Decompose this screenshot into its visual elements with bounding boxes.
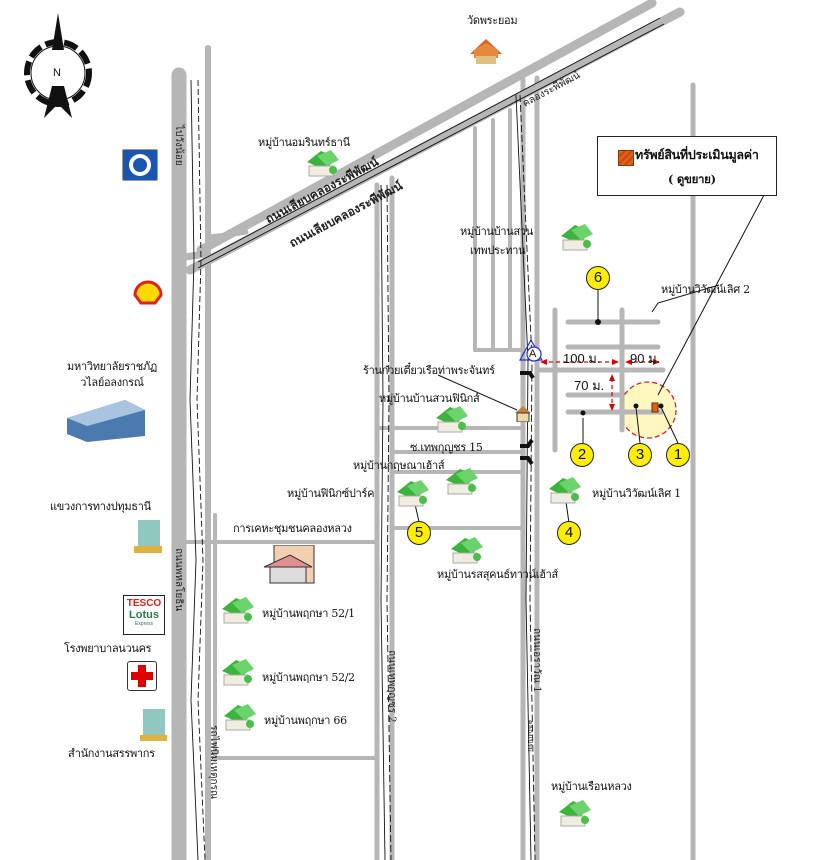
label-village-phoenix-park: หมู่บ้านฟินิกซ์ปาร์ค [287,487,375,500]
label-village-ruean-luang: หมู่บ้านเรือนหลวง [551,780,632,793]
shell-icon [133,277,163,309]
dimension-lines [542,361,658,408]
label-village-wiwatlert-2: หมู่บ้านวิวัฒน์เลิศ 2 [661,283,750,296]
marker-4[interactable]: 4 [557,521,581,545]
road-label-local: รถไฟนิมเหตุกรณ [208,725,219,800]
road-label-phahonyothin: ถนนพหลโยธิน [173,548,184,612]
distance-100m: 100 ม. [563,351,601,366]
road-label-thep-kunchorn-2: ถนนเทพกุญชร 2 [386,650,397,723]
compass-north-label: N [53,67,61,79]
road-klong-north [196,0,657,255]
marker-5[interactable]: 5 [407,521,431,545]
label-village-pruksa-66: หมู่บ้านพฤกษา 66 [264,714,347,727]
label-village-ban-suan-2: เทพประทาน [470,244,526,257]
road-label-bang-noi: ไปวังน้อย [173,125,184,166]
distance-70m: 70 ม. [574,378,605,393]
village-house-icon [218,657,258,691]
label-noodle-shop: ร้านก๋วยเตี๋ยวเรือท่าพระจันทร์ [363,364,495,377]
marker-6[interactable]: 6 [586,266,610,290]
subject-property [651,402,659,413]
label-village-pruksa-52-2: หมู่บ้านพฤกษา 52/2 [262,671,355,684]
label-wat: วัดพระยอม [467,14,518,27]
label-hospital: โรงพยาบาลนวนคร [64,642,152,655]
label-village-amarin: หมู่บ้านอมรินทร์ธานี [258,136,350,149]
revenue-building-icon [140,707,167,741]
tesco-lotus-icon: TESCO Lotus Express [123,595,165,635]
marker-2[interactable]: 2 [570,443,594,467]
village-house-icon [447,535,487,569]
label-village-kunnathon: หมู่บ้านกฤษณาเฮ้าส์ [353,459,445,472]
label-highway-dept: แขวงการทางปทุมธานี [50,500,151,513]
road-connector-2 [181,250,209,261]
point-a-label: A [529,348,537,360]
label-village-ban-suan-phoenix: หมู่บ้านบ้านสวนฟินิกส์ [379,392,480,405]
point-a-icon [518,338,544,362]
village-house-icon [557,222,597,256]
road-label-soi-15: ซ.เทพกุญชร 15 [410,441,483,454]
legend: ทรัพย์สินที่ประเมินมูลค่า ( ดูขยาย) [597,136,777,196]
marker-3[interactable]: 3 [628,443,652,467]
label-community: การเคหะชุมชนคลองหลวง [233,522,352,535]
road-klong-south [185,7,685,275]
distance-90m: 90 ม. [630,351,661,366]
village-house-icon [555,798,595,832]
university-building-icon [65,396,147,444]
office-building-icon [134,518,162,554]
label-revenue-office: สำนักงานสรรพากร [68,747,155,760]
village-house-icon [442,466,482,500]
label-village-wiwatlert-1: หมู่บ้านวิวัฒน์เลิศ 1 [592,487,681,500]
bank-icon [122,149,158,181]
hospital-icon [127,661,157,691]
legend-subtitle[interactable]: ( ดูขยาย) [668,172,716,186]
label-university-1: มหาวิทยาลัยราชภัฏ [67,360,157,373]
compass-icon [24,13,92,118]
subject-property-swatch [618,150,634,166]
label-village-pruksa-52-1: หมู่บ้านพฤกษา 52/1 [262,607,355,620]
label-university-2: วไลย์อลงกรณ์ [80,376,144,389]
village-house-icon [303,148,343,182]
village-house-icon [393,478,433,512]
label-village-rossukon: หมู่บ้านรสสุคนธ์ทาวน์เฮ้าส์ [437,568,558,581]
road-label-karawan-1: ถนนเอราวัณ 1 [531,628,542,693]
village-house-icon [545,475,585,509]
marker-1[interactable]: 1 [666,443,690,467]
village-house-icon [220,702,260,736]
village-house-icon [218,595,258,629]
housing-community-icon [262,544,322,585]
shop-icon [515,406,531,423]
road-connector [205,229,249,240]
road-label-karawan-canal: คลองเปรม [526,720,534,752]
label-village-ban-suan-1: หมู่บ้านบ้านสวน [460,225,533,238]
legend-title: ทรัพย์สินที่ประเมินมูลค่า [635,147,759,162]
village-house-icon [432,404,472,438]
temple-icon [467,36,505,66]
